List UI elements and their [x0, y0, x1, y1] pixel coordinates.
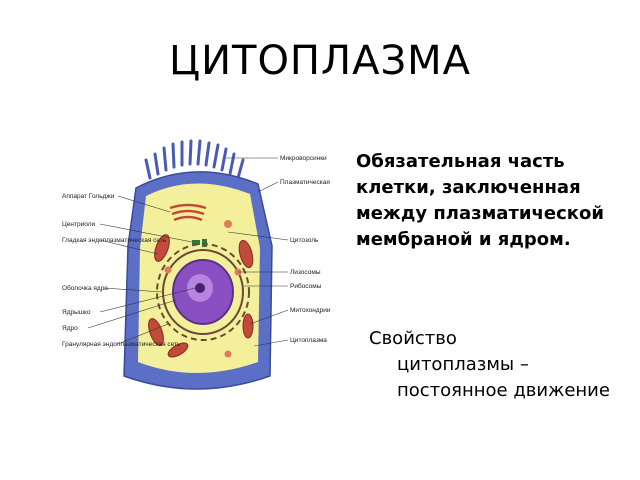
svg-text:Плазматическая мембрана: Плазматическая мембрана: [280, 178, 332, 186]
cell-diagram: Аппарат Гольджи Центриоли Гладкая эндопл…: [58, 136, 332, 404]
cell-illustration: Аппарат Гольджи Центриоли Гладкая эндопл…: [58, 136, 332, 404]
property-rest: цитоплазмы – постоянное движение: [397, 354, 610, 401]
microvilli: [144, 139, 245, 180]
svg-text:Рибосомы: Рибосомы: [290, 282, 322, 290]
property-line1: Свойство: [369, 328, 457, 349]
svg-text:Микроворсинки: Микроворсинки: [280, 155, 327, 162]
svg-text:Аппарат Гольджи: Аппарат Гольджи: [62, 193, 115, 200]
mitochondria: [148, 234, 254, 358]
svg-text:Ядро: Ядро: [62, 325, 78, 332]
left-labels: Аппарат Гольджи Центриоли Гладкая эндопл…: [62, 193, 181, 348]
definition-text: Обязательная часть клетки, заключенная м…: [356, 151, 604, 250]
svg-text:Лизосомы: Лизосомы: [290, 269, 321, 276]
golgi-apparatus: [169, 203, 207, 222]
svg-text:Ядрышко: Ядрышко: [62, 309, 91, 316]
slide-title: ЦИТОПЛАЗМА: [169, 38, 471, 84]
svg-text:Оболочка ядра: Оболочка ядра: [62, 284, 108, 292]
right-labels: Микроворсинки Плазматическая мембрана Ци…: [280, 155, 332, 344]
svg-text:Гранулярная эндоплазматическая: Гранулярная эндоплазматическая сеть: [62, 341, 181, 348]
svg-text:Центриоли: Центриоли: [62, 221, 96, 228]
endoplasmic-reticulum: [156, 243, 250, 341]
svg-text:Гладкая эндоплазматическая сет: Гладкая эндоплазматическая сеть: [62, 237, 167, 244]
svg-text:Митохондрии: Митохондрии: [290, 307, 331, 314]
svg-text:Цитоплазма: Цитоплазма: [290, 337, 327, 344]
svg-text:Цитозоль: Цитозоль: [290, 237, 319, 244]
property-text: Свойство цитоплазмы – постоянное движени…: [369, 326, 639, 404]
